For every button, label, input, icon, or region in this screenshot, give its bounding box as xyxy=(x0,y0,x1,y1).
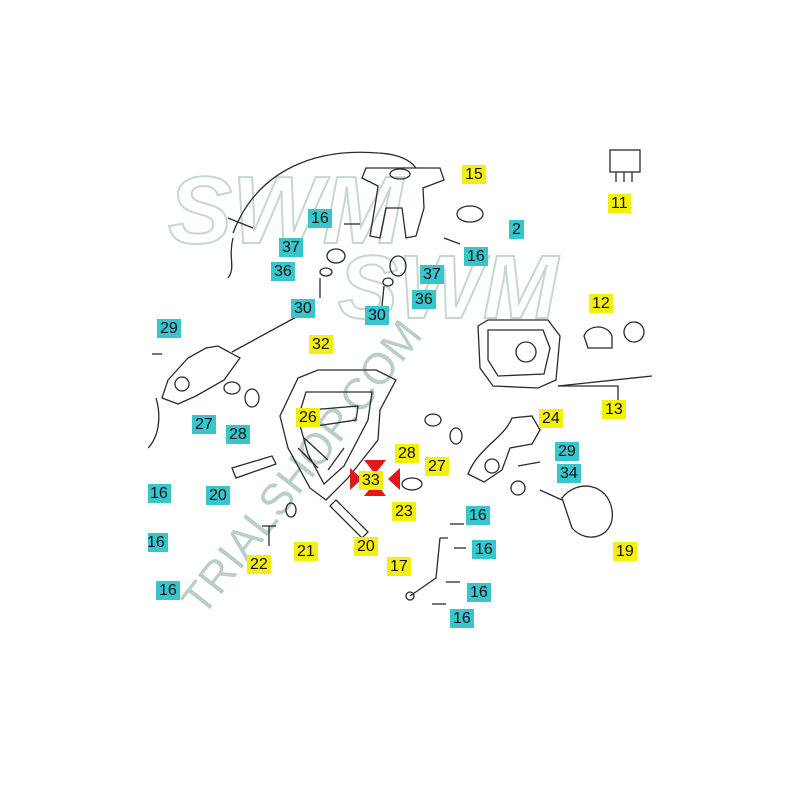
callout-16: 16 xyxy=(156,581,180,600)
brand-watermark: SWM SWM xyxy=(167,156,561,339)
signal-arm-left xyxy=(161,345,241,405)
cable xyxy=(232,151,417,234)
part-23 xyxy=(401,477,423,491)
callout-29: 29 xyxy=(555,442,579,461)
callout-27: 27 xyxy=(425,457,449,476)
callout-16: 16 xyxy=(464,247,488,266)
parts-drawing: SWM SWM TRIALSHOP.COM xyxy=(148,149,652,624)
callout-34: 34 xyxy=(557,464,581,483)
bulb-12 xyxy=(583,326,613,349)
callout-16: 16 xyxy=(148,484,171,503)
site-watermark: TRIALSHOP.COM xyxy=(172,311,431,624)
gasket-20-left xyxy=(231,455,277,479)
callout-13: 13 xyxy=(602,400,626,419)
callout-26: 26 xyxy=(296,408,320,427)
callout-17: 17 xyxy=(387,557,411,576)
bracket-15-hole xyxy=(389,168,411,180)
clip-37-right xyxy=(389,255,407,277)
callout-16: 16 xyxy=(308,209,332,228)
callout-37: 37 xyxy=(279,238,303,257)
washer-21 xyxy=(285,502,297,518)
part-2 xyxy=(456,205,484,223)
fairing-32-slots xyxy=(297,437,345,471)
callout-16: 16 xyxy=(148,533,168,552)
bracket-17 xyxy=(409,537,448,597)
callout-11: 11 xyxy=(608,194,631,213)
callout-30: 30 xyxy=(291,299,315,318)
callout-28: 28 xyxy=(226,425,250,444)
callout-2: 2 xyxy=(509,220,524,239)
callout-36: 36 xyxy=(271,262,295,281)
clip-36-right xyxy=(382,277,394,287)
callout-29: 29 xyxy=(157,319,181,338)
callout-19: 19 xyxy=(613,542,637,561)
nut-34 xyxy=(510,480,526,496)
grommet-27-right xyxy=(449,427,463,445)
screw-16-mid xyxy=(443,237,461,245)
callout-23: 23 xyxy=(392,502,416,521)
cable-lower xyxy=(227,237,234,279)
callout-20: 20 xyxy=(354,537,378,556)
callout-16: 16 xyxy=(472,540,496,559)
callout-30: 30 xyxy=(365,306,389,325)
relay-11-pins xyxy=(615,172,633,182)
gasket-20-right xyxy=(329,499,369,539)
signal-arm-24-hole xyxy=(484,458,500,474)
callout-22: 22 xyxy=(247,555,271,574)
callout-20: 20 xyxy=(206,486,230,505)
callout-32: 32 xyxy=(309,335,333,354)
signal-arm-left-hole xyxy=(174,376,190,392)
bracket-15 xyxy=(361,167,445,239)
socket-12 xyxy=(623,321,645,343)
cable-lower-tip xyxy=(227,217,254,229)
callout-37: 37 xyxy=(420,265,444,284)
leader-13 xyxy=(558,385,619,400)
callout-33: 33 xyxy=(359,471,383,490)
relay-11 xyxy=(609,149,641,173)
callout-24: 24 xyxy=(539,409,563,428)
callout-21: 21 xyxy=(294,542,318,561)
turn-signal-19-stem xyxy=(539,489,563,501)
grommet-27-left xyxy=(223,381,241,395)
screw-22 xyxy=(262,525,276,546)
nut-28-left xyxy=(244,388,260,408)
signal-left-edge xyxy=(148,397,160,449)
signal-arm-24 xyxy=(467,415,541,483)
screw-29-right xyxy=(517,461,541,467)
callout-16: 16 xyxy=(466,506,490,525)
fairing-32 xyxy=(279,369,397,501)
turn-signal-19 xyxy=(561,485,613,538)
diagram-area: SWM SWM TRIALSHOP.COM xyxy=(148,148,652,652)
headlight-13 xyxy=(477,319,561,389)
grommet-28-right xyxy=(424,413,442,427)
callout-16: 16 xyxy=(467,583,491,602)
callout-12: 12 xyxy=(589,294,613,313)
callout-16: 16 xyxy=(450,609,474,628)
headlight-13-lens xyxy=(515,341,537,363)
screw-30-right xyxy=(381,285,385,307)
clip-37-left xyxy=(326,248,346,264)
clip-36-left xyxy=(319,267,333,277)
callout-28: 28 xyxy=(395,444,419,463)
callout-27: 27 xyxy=(192,415,216,434)
bracket-17-hole xyxy=(405,591,415,601)
headlight-13-inner xyxy=(487,329,551,377)
border-line-right xyxy=(557,375,652,387)
callout-36: 36 xyxy=(412,290,436,309)
callout-15: 15 xyxy=(462,165,486,184)
leader-30-left xyxy=(231,315,299,353)
